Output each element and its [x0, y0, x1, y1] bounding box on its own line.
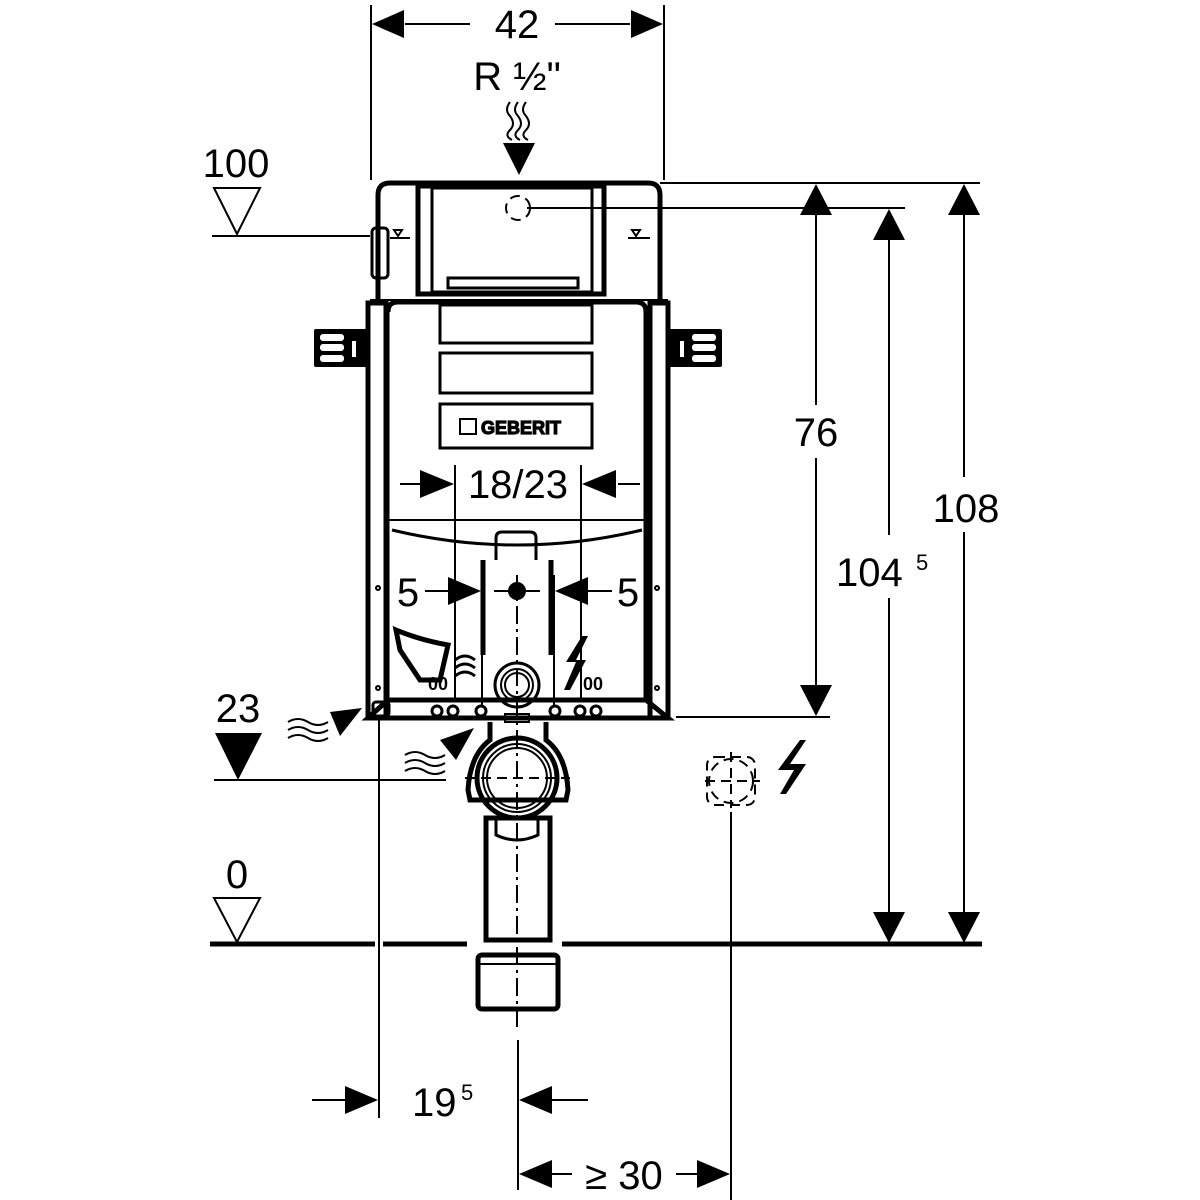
arrow-left-icon: [372, 10, 404, 38]
water-inlet-side: [287, 708, 474, 775]
lightning-icon-inner: [564, 636, 588, 690]
level-marker-icon: [212, 897, 262, 945]
offset-right-label: 5: [617, 571, 639, 615]
bottom-offset-superscript: 5: [461, 1080, 473, 1105]
level-0: 0: [210, 853, 982, 947]
level-marker-icon: [212, 187, 262, 237]
water-inlet-icon: [404, 728, 474, 775]
level-100-label: 100: [203, 142, 270, 186]
inlet-position-marker: [505, 195, 531, 221]
level-marker-filled-icon: [215, 733, 262, 780]
water-inlet-icon: [503, 101, 535, 175]
water-supply-label: R ½": [473, 55, 561, 99]
dimension-heights: 76 104 5 108: [676, 184, 999, 943]
height-76-label: 76: [794, 411, 839, 455]
arrow-right-icon: [631, 10, 663, 38]
geberit-logo: GEBERIT: [459, 417, 562, 439]
svg-text:00: 00: [583, 674, 603, 694]
socket-icon: [705, 752, 760, 808]
level-23-label: 23: [216, 687, 261, 731]
drain-pipe: [465, 713, 571, 1012]
min-distance-label: ≥ 30: [585, 1154, 663, 1198]
frame: GEBERIT: [314, 299, 722, 721]
lightning-icon: [778, 740, 806, 794]
dimension-width-42: 42: [370, 3, 665, 180]
bottom-offset-label: 19: [412, 1081, 457, 1125]
level-100: 100: [203, 142, 370, 237]
svg-text:00: 00: [428, 674, 448, 694]
logo-text: GEBERIT: [481, 418, 561, 438]
offset-left-label: 5: [397, 571, 419, 615]
bracket-left: [314, 329, 368, 367]
level-0-label: 0: [226, 853, 248, 897]
height-104-superscript: 5: [916, 550, 928, 575]
water-inlet: R ½": [473, 55, 561, 175]
water-inlet-icon: [287, 708, 362, 742]
flush-spacing-label: 18/23: [468, 463, 568, 507]
level-23: 23: [214, 687, 446, 781]
height-108-label: 108: [933, 487, 1000, 531]
electrical-socket: [705, 740, 806, 1200]
bracket-right: [668, 329, 722, 367]
dimension-bottom: 19 5 ≥ 30: [312, 720, 730, 1198]
width-label: 42: [495, 3, 540, 47]
height-104-label: 104: [836, 551, 903, 595]
